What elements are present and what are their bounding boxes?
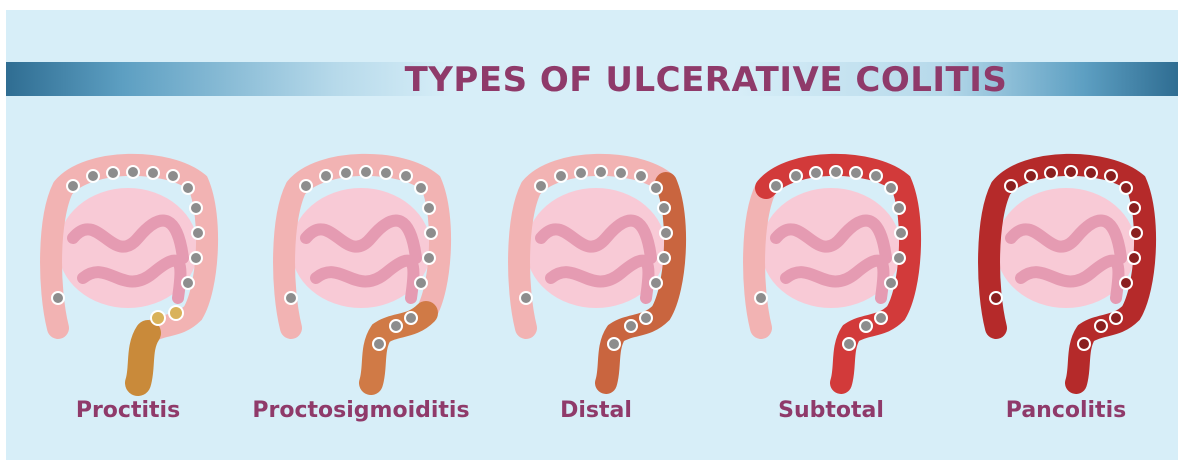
type-label-proctosigmoiditis: Proctosigmoiditis <box>241 398 481 423</box>
colon-illustration-subtotal <box>731 148 931 398</box>
colon-svg <box>731 148 931 398</box>
type-label-proctitis: Proctitis <box>8 398 248 423</box>
colon-svg <box>28 148 228 398</box>
type-label-subtotal: Subtotal <box>711 398 951 423</box>
colon-illustration-pancolitis <box>966 148 1166 398</box>
colon-illustration-distal <box>496 148 696 398</box>
colon-svg <box>496 148 696 398</box>
colon-svg <box>261 148 461 398</box>
type-label-pancolitis: Pancolitis <box>946 398 1184 423</box>
colon-illustration-proctitis <box>28 148 228 398</box>
colon-svg <box>966 148 1166 398</box>
type-label-distal: Distal <box>476 398 716 423</box>
infographic-title: TYPES OF ULCERATIVE COLITIS <box>306 60 1106 100</box>
colon-illustration-proctosigmoiditis <box>261 148 461 398</box>
infographic-panel: TYPES OF ULCERATIVE COLITIS <box>6 10 1178 460</box>
